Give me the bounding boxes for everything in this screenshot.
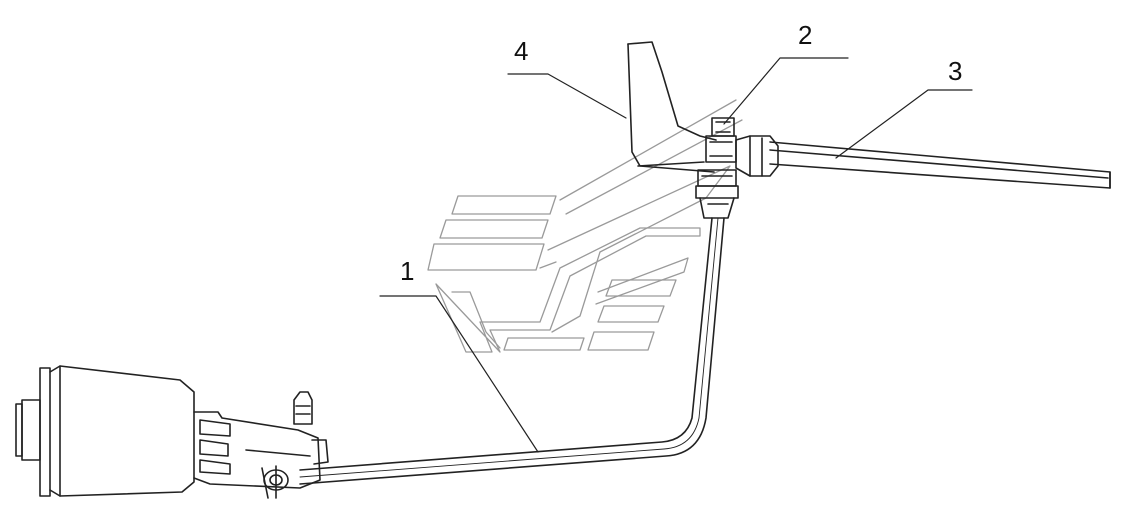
callout-labels: 1 2 3 4: [400, 20, 962, 286]
callout-label-2: 2: [798, 20, 812, 50]
leader-lines: [379, 57, 973, 453]
leader-line-1: [379, 295, 539, 453]
tube-part-3: [769, 141, 1111, 189]
callout-label-3: 3: [948, 56, 962, 86]
pump-unit: [15, 365, 329, 499]
fitting-part-2: [695, 117, 779, 219]
leader-line-4: [507, 73, 627, 119]
leader-line-2: [723, 57, 849, 125]
callout-label-4: 4: [514, 36, 528, 66]
watermark-logo: [427, 99, 743, 353]
vane-part-4: [627, 41, 717, 173]
pipe-part-1: [299, 217, 725, 485]
callout-label-1: 1: [400, 256, 414, 286]
leader-line-3: [835, 89, 973, 159]
